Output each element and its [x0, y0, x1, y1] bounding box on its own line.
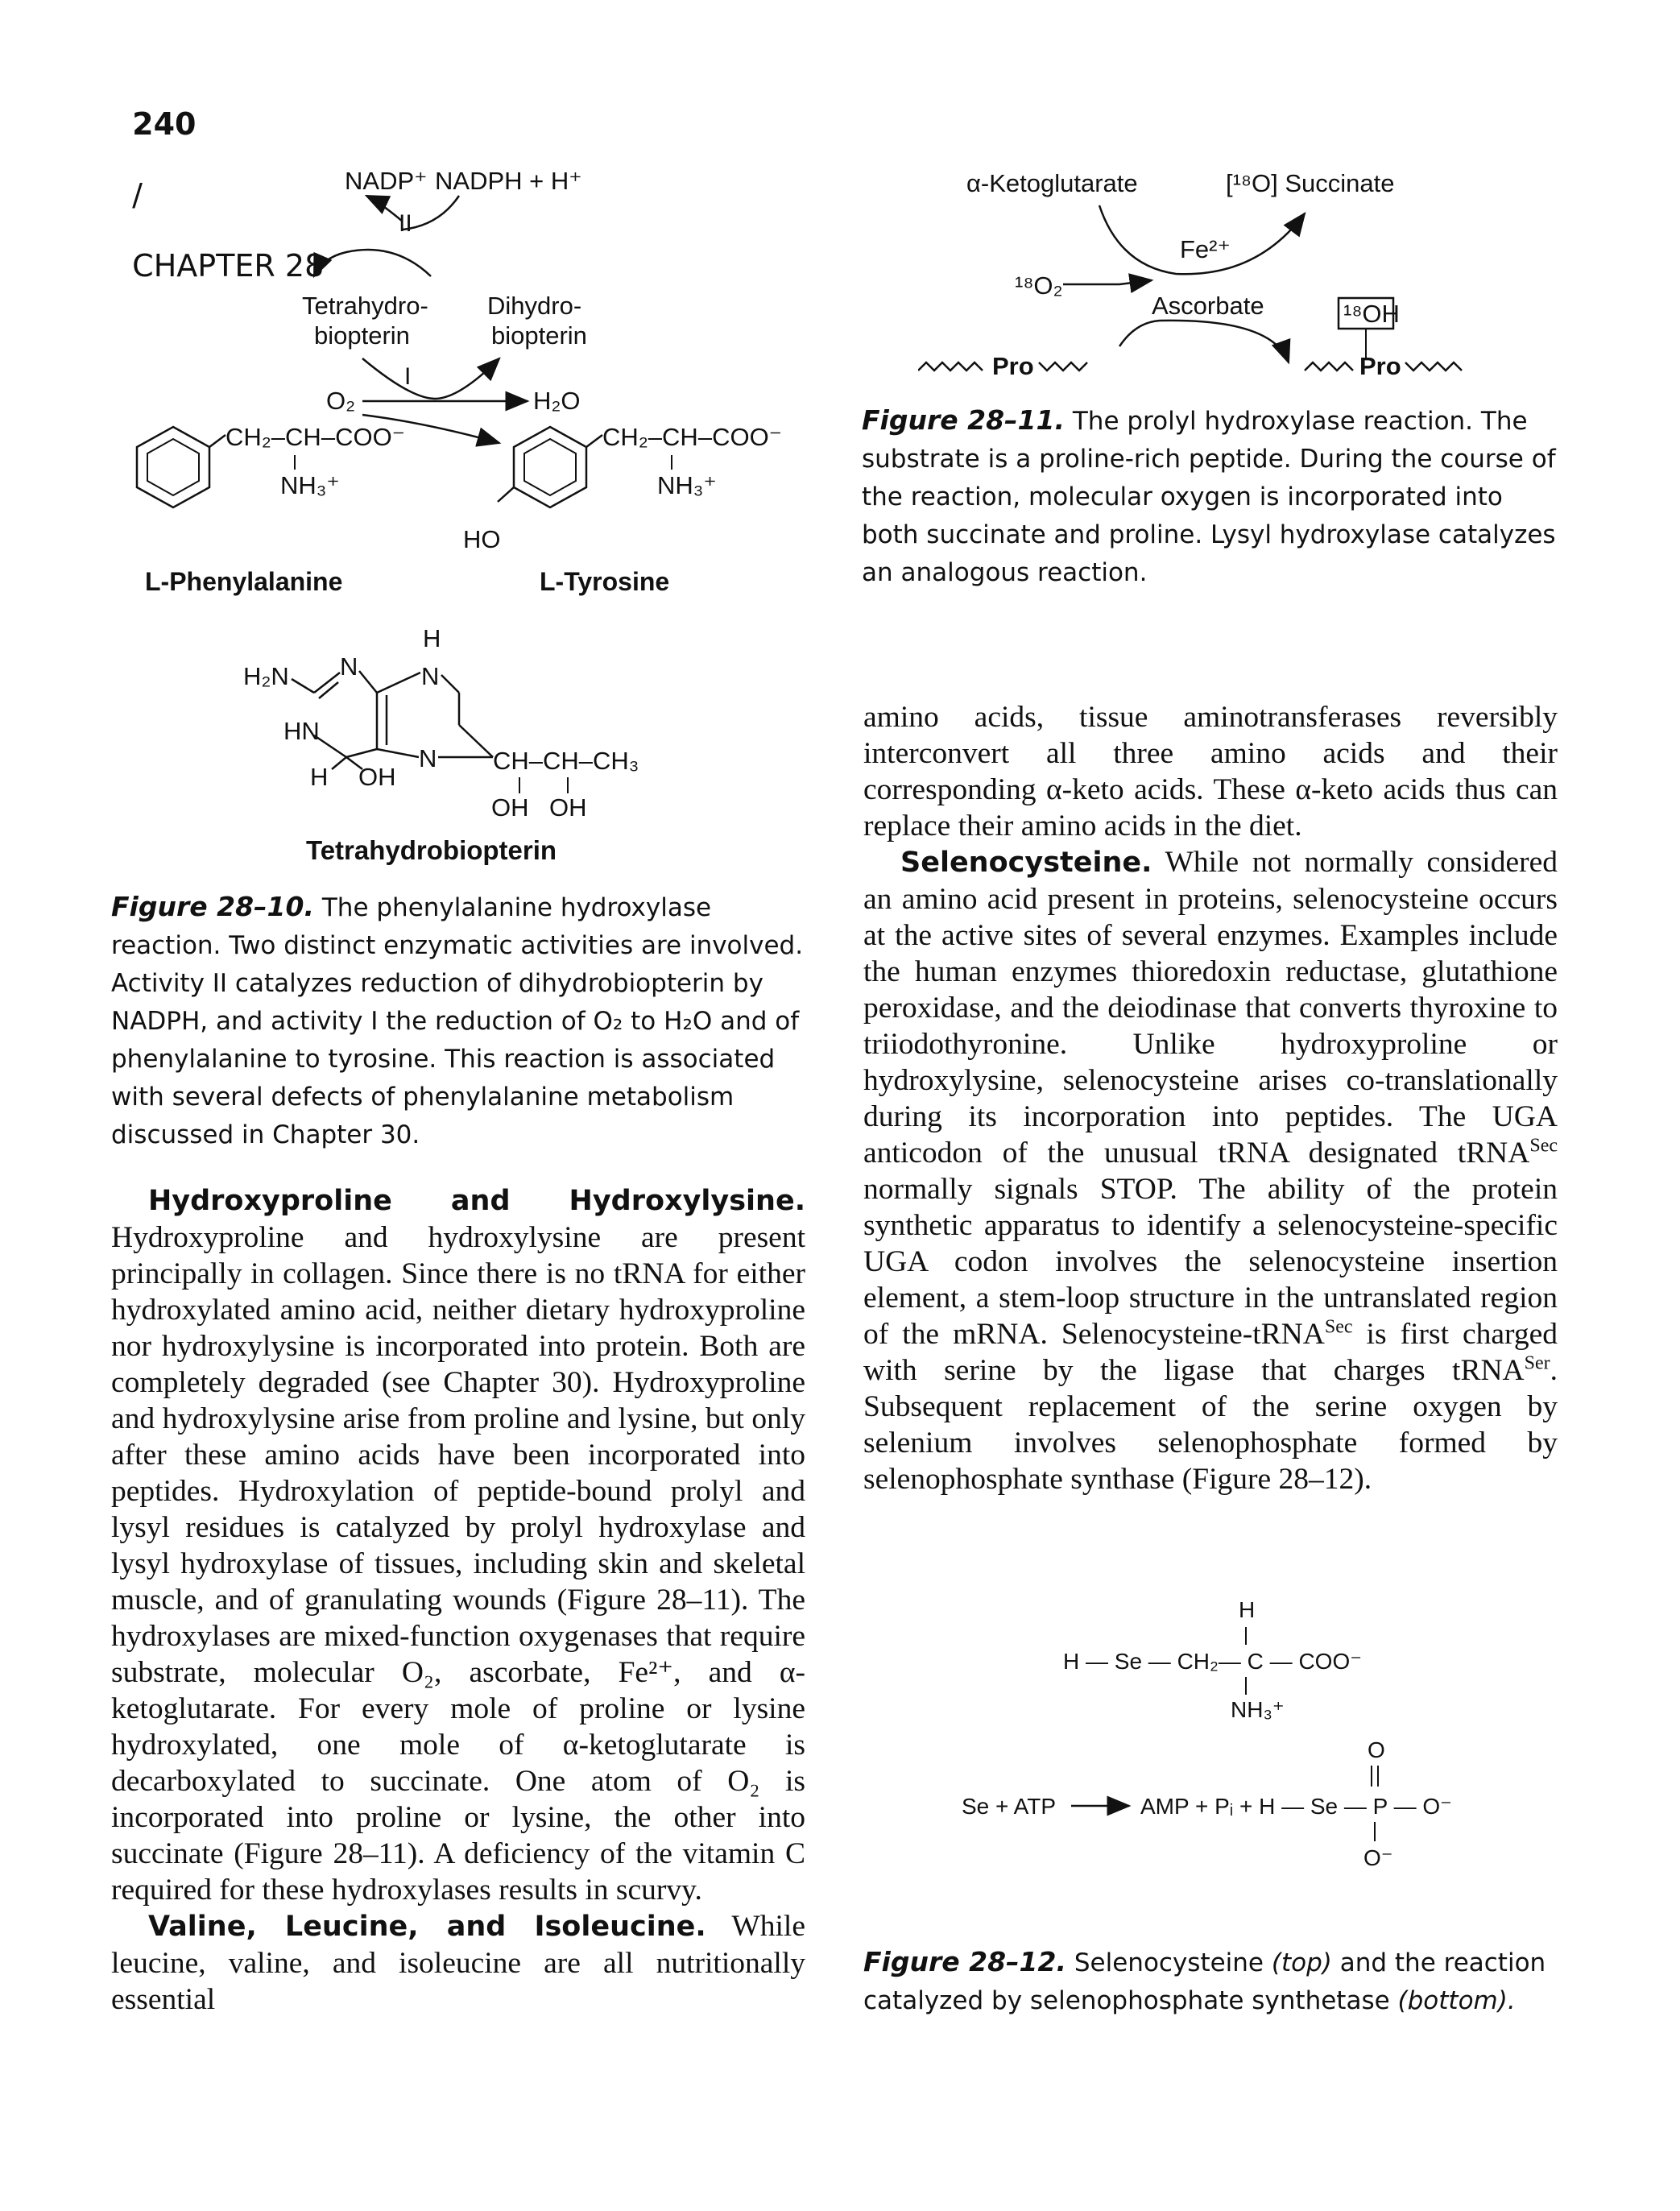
sec-formula: H — Se — CH₂— C — COO⁻ [1063, 1649, 1362, 1674]
bh4-name: Tetrahydrobiopterin [306, 835, 557, 865]
para-selenocysteine: While not normally considered an amino a… [863, 846, 1558, 1496]
figure-28-12-diagram: H H — Se — CH₂— C — COO⁻ NH₃⁺ O Se + ATP… [962, 1597, 1452, 1870]
pro-right-label: Pro [1359, 352, 1401, 380]
phosphate-o-bottom: O⁻ [1363, 1845, 1393, 1870]
fe-label: Fe²⁺ [1180, 235, 1231, 263]
arrow-akg-to-succinate [1098, 205, 1306, 275]
arrow-pro-to-hyp [1118, 319, 1291, 365]
figure-28-12-text-1: Selenocysteine [1074, 1948, 1272, 1977]
tyrosine-ring-inner [523, 437, 577, 497]
figure-28-12-italic-2: (bottom). [1397, 1986, 1516, 2015]
reaction-reactants: Se + ATP [962, 1794, 1056, 1819]
o2-label: O₂ [326, 387, 355, 415]
h2o-label: H₂O [533, 387, 581, 415]
arrow-thb-to-dhb [362, 357, 501, 400]
thb-label-1: Tetrahydro- [302, 292, 428, 320]
phe-chain: CH₂–CH–COO⁻ [226, 423, 405, 451]
bh4-h2n: H₂N [243, 662, 289, 690]
heading-selenocysteine: Selenocysteine. [900, 847, 1152, 879]
tyrosine-name: L-Tyrosine [540, 567, 669, 596]
para-amino-acids: amino acids, tissue aminotransferases re… [863, 701, 1558, 843]
bh4-ring-bonds [291, 670, 494, 770]
header-separator: / [132, 177, 143, 213]
figure-28-11-label: Figure 28–11. [862, 404, 1065, 436]
arrow-to-nadp [364, 194, 403, 222]
peptide-chain-right-b [1405, 361, 1463, 372]
figure-28-10-text: The phenylalanine hydroxylase reaction. … [111, 893, 804, 1149]
peptide-chain-left-a [918, 361, 983, 372]
left-column-text: Hydroxyproline and Hydroxylysine. Hydrox… [111, 1182, 805, 2018]
phenylalanine-name: L-Phenylalanine [145, 567, 342, 596]
sec-amine: NH₃⁺ [1231, 1697, 1285, 1722]
bh4-n3: N [419, 744, 437, 772]
dhb-label-2: biopterin [491, 321, 587, 350]
activity-2-label: II [399, 210, 412, 237]
figure-28-11-text: The prolyl hydroxylase reaction. The sub… [862, 407, 1556, 587]
figure-28-12-label: Figure 28–12. [863, 1946, 1066, 1977]
activity-1-label: I [404, 363, 411, 390]
bh4-oh: OH [358, 763, 396, 791]
dhb-label-1: Dihydro- [487, 292, 581, 320]
phosphate-o-top: O [1368, 1737, 1385, 1762]
bh4-h: H [310, 763, 328, 791]
bh4-oh-2: OH [549, 793, 587, 822]
bh4-n1: N [340, 652, 358, 681]
akg-label: α-Ketoglutarate [966, 169, 1138, 197]
tyr-amine: NH₃⁺ [657, 471, 717, 499]
page-number: 240 [132, 106, 197, 142]
bh4-n2: N [421, 662, 439, 690]
bh4-chain: CH–CH–CH₃ [493, 747, 639, 775]
tyr-hydroxyl: HO [463, 525, 501, 553]
figure-28-10-diagram: NADP⁺ NADPH + H⁺ II Tetrahydro- biopteri… [135, 167, 781, 865]
right-column-text: amino acids, tissue aminotransferases re… [863, 699, 1558, 1497]
bh4-oh-1: OH [491, 793, 529, 822]
sec-h-top: H [1239, 1597, 1255, 1622]
arrow-phe-to-tyr [362, 413, 502, 447]
succinate-label: [¹⁸O] Succinate [1226, 169, 1395, 197]
phenylalanine-ring-inner [147, 437, 200, 497]
figure-28-11-diagram: α-Ketoglutarate [¹⁸O] Succinate Fe²⁺ ¹⁸O… [918, 169, 1463, 380]
arrow-o2 [1119, 273, 1154, 294]
o2-18-label: ¹⁸O₂ [1015, 271, 1063, 300]
arrow-cofactor-cycle-top [312, 248, 432, 279]
figure-28-12-caption: Figure 28–12. Selenocysteine (top) and t… [863, 1943, 1566, 2020]
nadph-label: NADPH + H⁺ [435, 167, 582, 195]
nadp-label: NADP⁺ [345, 167, 428, 195]
phe-amine: NH₃⁺ [280, 471, 340, 499]
para-hydroxyproline: Hydroxyproline and hydroxylysine are pre… [111, 1221, 805, 1907]
peptide-chain-left-b [1038, 361, 1088, 372]
ascorbate-label: Ascorbate [1152, 292, 1264, 320]
reaction-products: AMP + Pᵢ + H — Se — P — O⁻ [1140, 1794, 1452, 1819]
heading-valine: Valine, Leucine, and Isoleucine. [148, 1911, 706, 1943]
bh4-h-top: H [423, 624, 441, 652]
oh-18-label: ¹⁸OH [1343, 300, 1400, 328]
arrow-from-nadph [402, 195, 461, 231]
pro-left-label: Pro [992, 352, 1034, 380]
thb-label-2: biopterin [314, 321, 410, 350]
para-valine: While leucine, valine, and isoleucine ar… [111, 1910, 805, 2016]
figure-28-11-caption: Figure 28–11. The prolyl hydroxylase rea… [862, 401, 1564, 592]
bh4-hn: HN [283, 717, 320, 745]
peptide-chain-right-a [1304, 361, 1354, 372]
tyr-chain: CH₂–CH–COO⁻ [602, 423, 781, 451]
figure-28-12-italic-1: (top) [1271, 1948, 1332, 1977]
figure-28-12-text-2: and the reaction catalyzed by selenophos… [863, 1948, 1546, 2015]
heading-hydroxyproline: Hydroxyproline and Hydroxylysine. [148, 1185, 805, 1217]
figure-28-10-label: Figure 28–10. [111, 891, 314, 922]
figure-28-10-caption: Figure 28–10. The phenylalanine hydroxyl… [111, 888, 805, 1154]
